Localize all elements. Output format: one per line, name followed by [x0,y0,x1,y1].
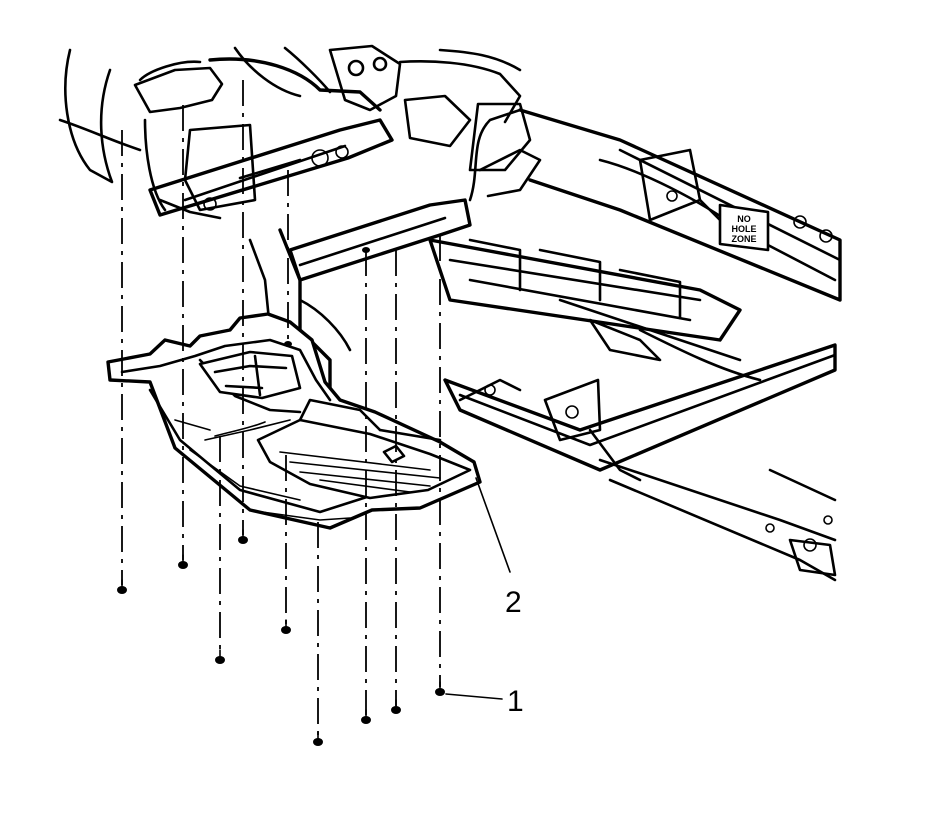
bolt-icon [215,649,225,664]
callout-1-label: 1 [507,685,524,718]
skid-plate-shield [106,312,482,530]
bolt-icon [313,731,323,746]
stencil-line-3: ZONE [731,234,756,244]
bolt-icon [238,529,248,544]
callout-2-label: 2 [505,586,522,619]
bolt-icon [281,619,291,634]
bolt-icon [178,554,188,569]
bolt-icon [117,579,127,594]
stencil-line-1: NO [737,214,751,224]
bolt-icon [362,247,370,253]
fastener-centerlines [121,80,441,738]
fasteners [117,247,445,746]
callout-1: 1 [445,685,524,718]
stencil-line-2: HOLE [731,224,756,234]
callout-2: 2 [475,477,522,619]
bolt-icon [391,699,401,714]
bolt-icon [361,709,371,724]
bolt-icon [284,341,292,347]
bolt-icon [435,681,445,696]
no-hole-zone-stencil: NO HOLE ZONE [718,203,770,252]
vehicle-frame: NO HOLE ZONE [58,44,842,582]
